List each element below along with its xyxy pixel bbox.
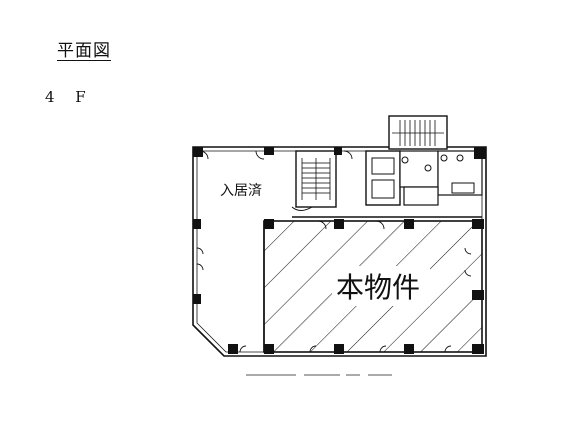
structural-columns [193,147,486,354]
elevator-car-lower [371,179,395,199]
stair-tower-steps [392,120,444,146]
stair-core-steps [301,158,331,200]
occupied-label: 入居済 [220,183,262,199]
page-title: 平面図 [57,41,111,61]
toilet-fixtures [401,154,464,172]
shaft-room [403,186,439,206]
target-label: 本物件 [336,271,420,304]
restroom-fixture [451,182,475,194]
elevator-room [365,150,401,206]
elevator-car-upper [371,157,395,175]
target-label-bg [332,266,430,306]
floor-label: 4 F [45,88,94,106]
stair-landing-curve [291,206,313,211]
utility-room [399,150,439,188]
stair-tower [388,115,448,150]
door-swings [196,150,472,353]
